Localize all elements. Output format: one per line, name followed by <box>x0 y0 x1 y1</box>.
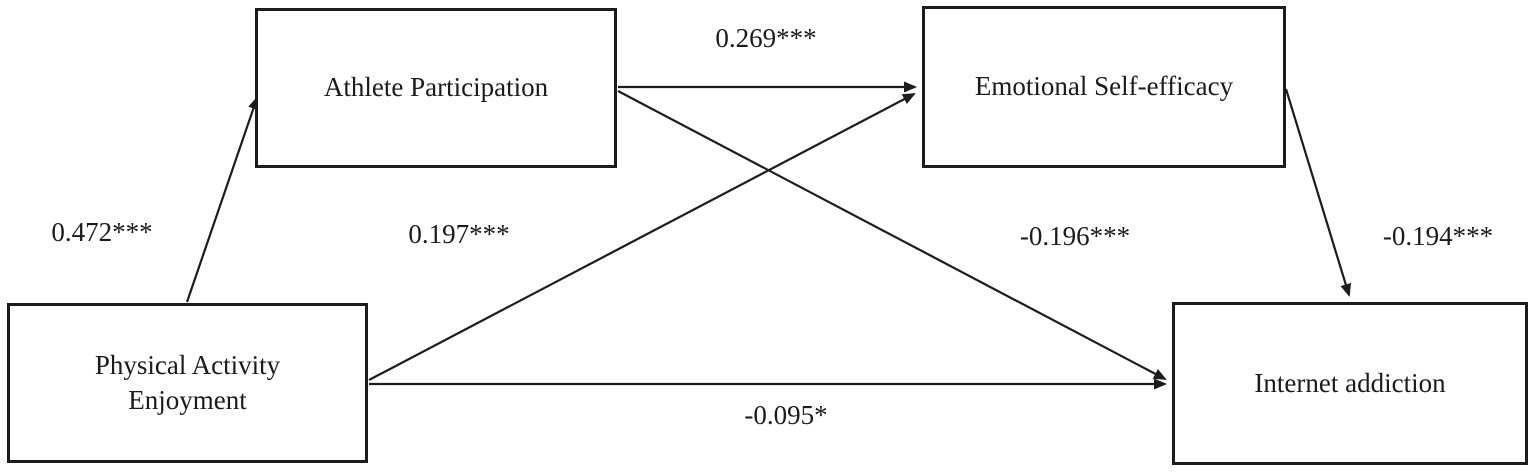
node-internet-addiction-label: Internet addiction <box>1254 367 1446 398</box>
node-athlete-participation-label: Athlete Participation <box>323 72 549 103</box>
node-physical-activity-enjoyment: Physical Activity Enjoyment <box>7 303 368 463</box>
node-internet-addiction: Internet addiction <box>1172 302 1528 465</box>
coefficient-athlete-to-internet: -0.196*** <box>1019 221 1131 251</box>
arrow-pae-to-athlete <box>185 96 259 303</box>
node-emotional-self-efficacy-label: Emotional Self-efficacy <box>974 71 1234 102</box>
coefficient-athlete-to-emotional: 0.269*** <box>715 23 817 53</box>
coefficient-pae-to-athlete: 0.472*** <box>51 217 153 247</box>
arrow-athlete-to-internet <box>617 90 1167 380</box>
arrow-emotional-to-internet <box>1284 88 1352 297</box>
arrow-pae-to-emotional <box>368 93 916 381</box>
node-athlete-participation: Athlete Participation <box>255 8 617 168</box>
coefficient-emotional-to-internet: -0.194*** <box>1382 221 1494 251</box>
node-emotional-self-efficacy: Emotional Self-efficacy <box>922 6 1286 168</box>
coefficient-pae-to-emotional: 0.197*** <box>408 219 510 249</box>
coefficient-pae-to-internet: -0.095* <box>744 400 828 430</box>
node-physical-activity-enjoyment-label: Physical Activity Enjoyment <box>94 349 281 415</box>
